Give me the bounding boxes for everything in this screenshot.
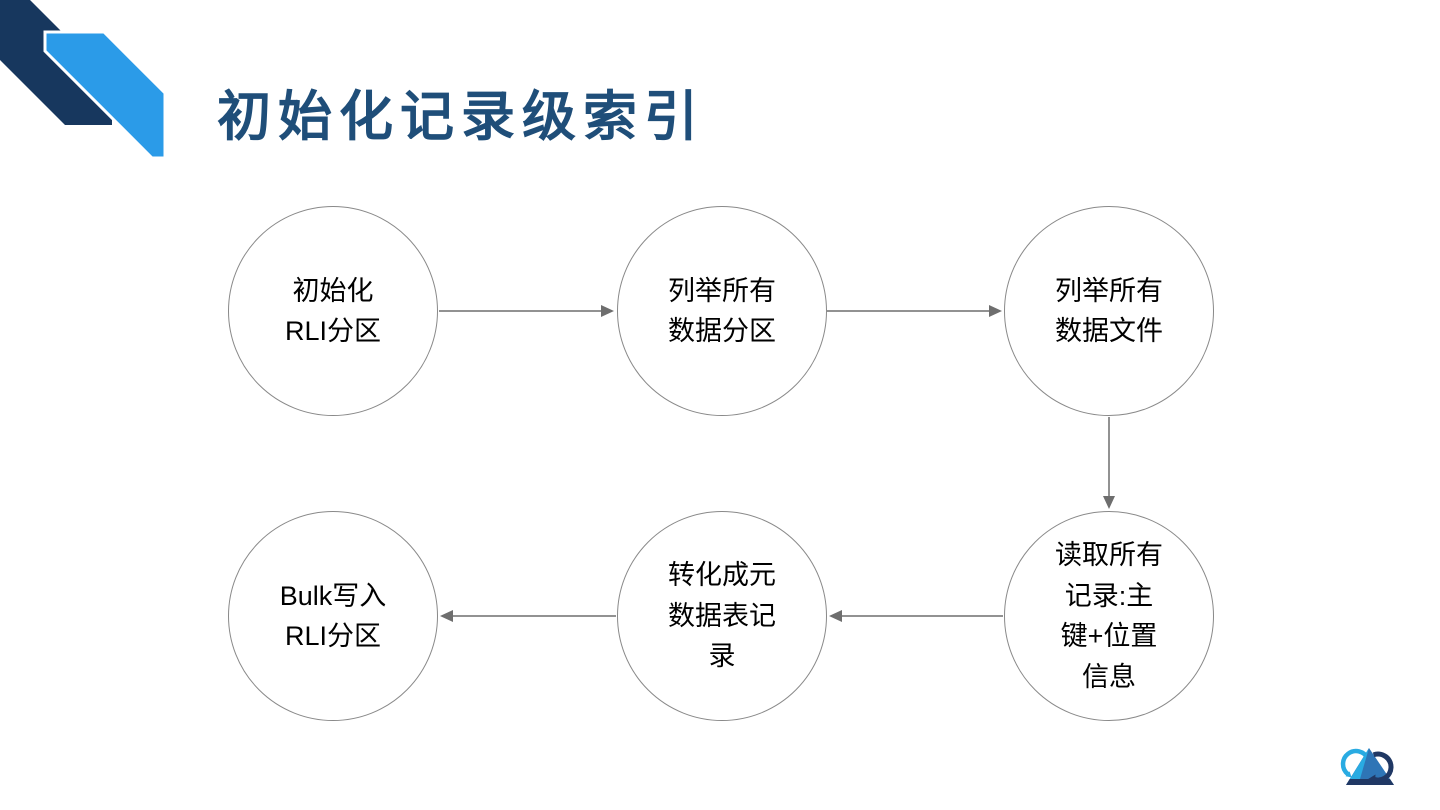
flow-node-label: 列举所有 数据文件 <box>1055 275 1163 347</box>
slide-title: 初始化记录级索引 <box>217 87 705 147</box>
flow-node-convert-to-metadata-records: 转化成元 数据表记 录 <box>617 511 827 721</box>
flow-node-label: 读取所有 记录:主 键+位置 信息 <box>1055 540 1163 692</box>
logo-light-arrow-icon <box>1340 748 1370 776</box>
logo-dark-arrow-icon <box>1371 751 1394 783</box>
logo-light-arrowhead-icon <box>1345 771 1352 778</box>
triangle-cycle-logo-icon <box>1340 748 1394 785</box>
flow-node-list-data-files: 列举所有 数据文件 <box>1004 206 1214 416</box>
logo-dark-arrowhead-icon <box>1366 774 1376 784</box>
flow-node-label: 列举所有 数据分区 <box>668 275 776 347</box>
logo-triangle-left-facet <box>1350 748 1369 779</box>
flow-node-label: 初始化 RLI分区 <box>284 275 382 347</box>
flow-node-label: 转化成元 数据表记 录 <box>668 560 776 672</box>
flow-node-init-rli-partition: 初始化 RLI分区 <box>228 206 438 416</box>
ribbon-light-band <box>43 30 167 160</box>
flow-node-list-data-partitions: 列举所有 数据分区 <box>617 206 827 416</box>
flow-node-label: Bulk写入 RLI分区 <box>279 580 387 652</box>
corner-ribbon-decoration <box>0 0 167 160</box>
flow-node-read-all-records: 读取所有 记录:主 键+位置 信息 <box>1004 511 1214 721</box>
flow-node-bulk-write-rli-partition: Bulk写入 RLI分区 <box>228 511 438 721</box>
